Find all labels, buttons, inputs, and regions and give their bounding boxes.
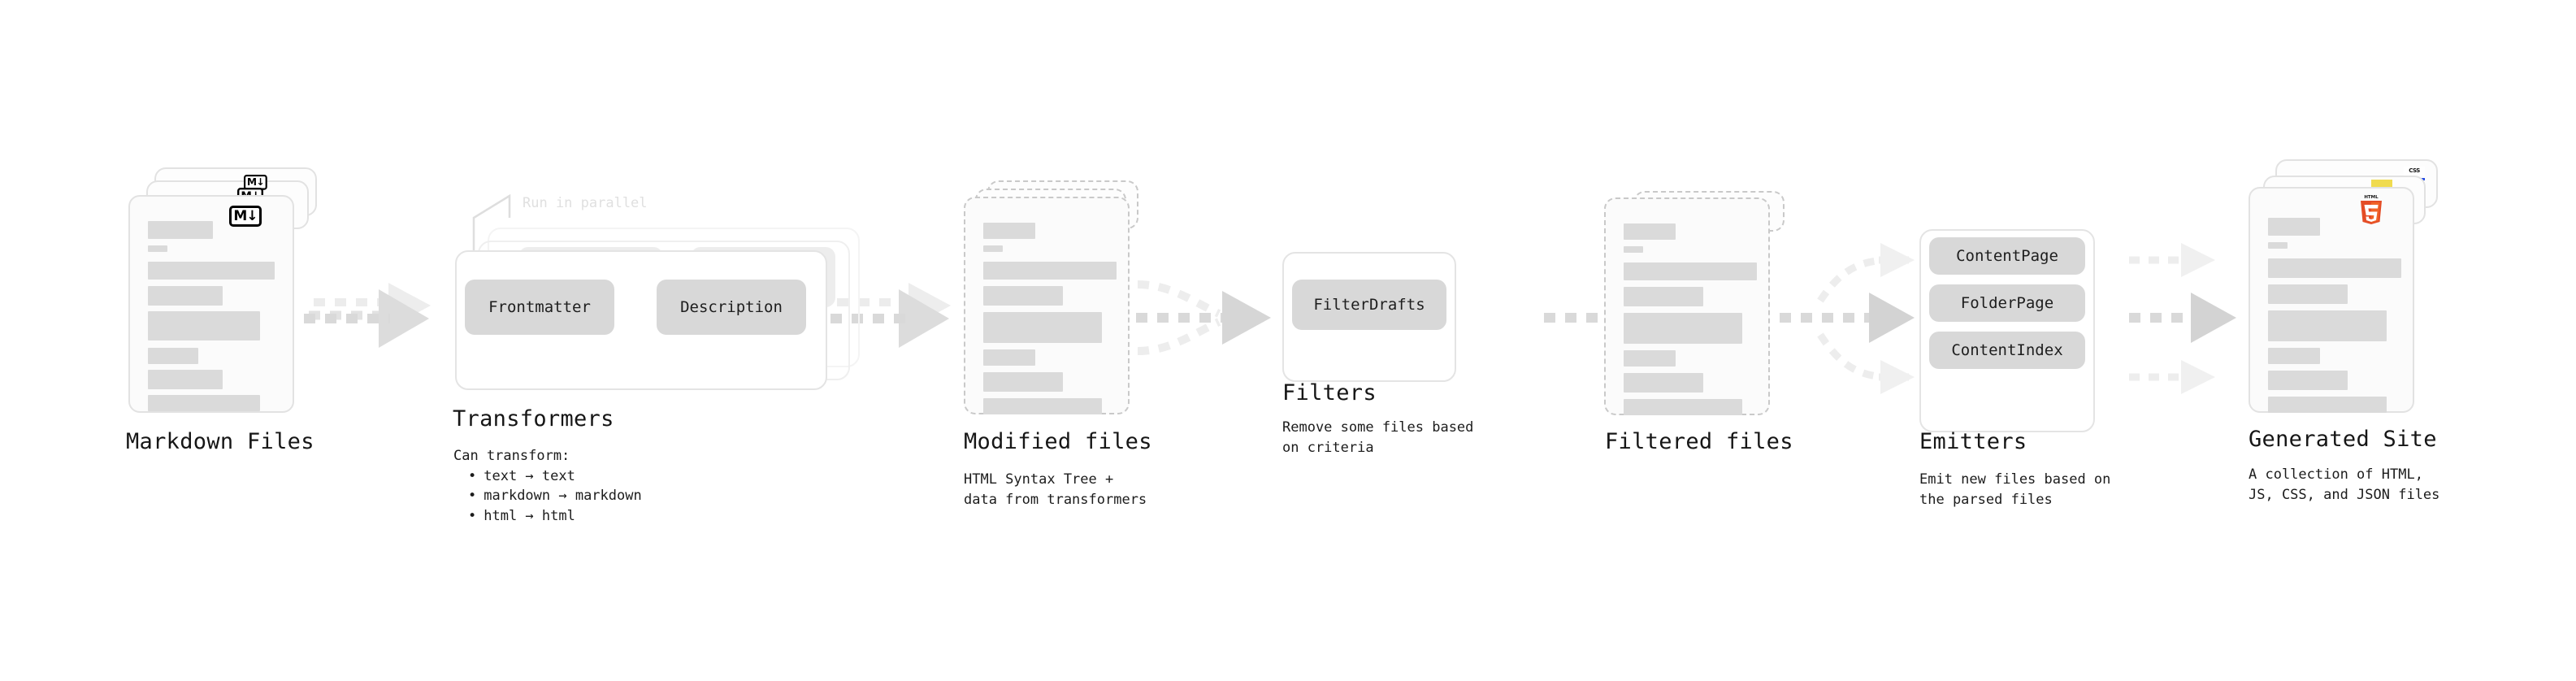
skeleton-line	[983, 398, 1102, 414]
skeleton-line	[983, 349, 1035, 366]
transformers-subtitle: Can transform: text → text markdown → ma…	[453, 446, 722, 527]
filters-sub-line: on criteria	[1282, 439, 1374, 456]
skeleton-line	[1624, 262, 1757, 280]
emitter-pill-folderpage[interactable]: FolderPage	[1929, 284, 2085, 322]
emitters-subtitle: Emit new files based on the parsed files	[1919, 470, 2179, 510]
skeleton-line	[2268, 371, 2348, 390]
site-card-html	[2249, 187, 2414, 413]
emitters-sub-line: Emit new files based on	[1919, 471, 2111, 488]
transformers-list: text → text markdown → markdown html → h…	[453, 466, 722, 527]
generated-site-title: Generated Site	[2249, 427, 2437, 452]
skeleton-line	[148, 370, 223, 389]
skeleton-line	[148, 395, 260, 411]
skeleton-line	[1624, 350, 1676, 367]
arrow-markdown-to-transformers	[304, 283, 431, 348]
arrow-emitters-to-site	[2129, 243, 2236, 394]
transformers-list-item: markdown → markdown	[468, 486, 722, 506]
skeleton-line	[983, 286, 1063, 306]
skeleton-line	[983, 312, 1102, 343]
generated-sub-line: A collection of HTML,	[2249, 466, 2423, 483]
skeleton-line	[2268, 284, 2348, 304]
emitter-pill-contentindex[interactable]: ContentIndex	[1929, 332, 2085, 369]
skeleton-line	[1624, 223, 1676, 240]
emitter-pill-contentpage[interactable]: ContentPage	[1929, 237, 2085, 275]
skeleton-line	[148, 286, 223, 306]
skeleton-line	[148, 262, 275, 280]
skeleton-line	[2268, 218, 2320, 236]
transformers-list-item: html → html	[468, 506, 722, 527]
markdown-card-front	[128, 195, 294, 413]
generated-site-subtitle: A collection of HTML, JS, CSS, and JSON …	[2249, 465, 2525, 505]
skeleton-line	[148, 245, 167, 252]
transformer-pill-frontmatter[interactable]: Frontmatter	[465, 280, 614, 335]
skeleton-line	[1624, 399, 1742, 415]
skeleton-line	[1624, 246, 1643, 253]
filter-pill-filterdrafts[interactable]: FilterDrafts	[1292, 280, 1446, 330]
filtered-card-front	[1604, 197, 1770, 415]
skeleton-line	[983, 262, 1117, 280]
arrow-modified-to-filters	[1136, 280, 1271, 355]
transformer-pill-description[interactable]: Description	[657, 280, 806, 335]
skeleton-line	[2268, 348, 2320, 364]
skeleton-line	[148, 311, 260, 340]
transformers-list-item: text → text	[468, 466, 722, 487]
skeleton-line	[1624, 313, 1742, 344]
markdown-files-title: Markdown Files	[126, 429, 314, 454]
skeleton-line	[148, 221, 213, 239]
skeleton-line	[983, 372, 1063, 392]
filters-sub-line: Remove some files based	[1282, 419, 1474, 436]
filters-subtitle: Remove some files based on criteria	[1282, 418, 1526, 458]
markdown-badge-front: M↓	[229, 206, 262, 227]
skeleton-line	[983, 245, 1003, 252]
html5-icon: HTML	[2361, 195, 2382, 224]
modified-files-subtitle: HTML Syntax Tree + data from transformer…	[964, 470, 1224, 510]
skeleton-line	[1624, 373, 1703, 393]
filters-title: Filters	[1282, 380, 1377, 406]
arrow-filtered-to-emitters	[1780, 243, 1915, 394]
run-in-parallel-label: Run in parallel	[523, 195, 648, 211]
skeleton-line	[983, 223, 1035, 239]
filtered-files-title: Filtered files	[1605, 429, 1793, 454]
emitters-title: Emitters	[1919, 429, 2027, 454]
transformers-title: Transformers	[453, 406, 614, 432]
skeleton-line	[2268, 258, 2401, 278]
modified-sub-line: data from transformers	[964, 491, 1147, 508]
skeleton-line	[2268, 397, 2387, 413]
modified-files-title: Modified files	[964, 429, 1152, 454]
modified-sub-line: HTML Syntax Tree +	[964, 471, 1114, 488]
skeleton-line	[2268, 242, 2288, 249]
generated-sub-line: JS, CSS, and JSON files	[2249, 486, 2440, 503]
skeleton-line	[2268, 310, 2387, 341]
svg-text:HTML: HTML	[2364, 195, 2379, 200]
skeleton-line	[148, 348, 198, 364]
transformers-can-transform: Can transform:	[453, 448, 570, 464]
emitters-sub-line: the parsed files	[1919, 491, 2053, 508]
modified-card-front	[964, 197, 1130, 414]
skeleton-line	[1624, 287, 1703, 306]
